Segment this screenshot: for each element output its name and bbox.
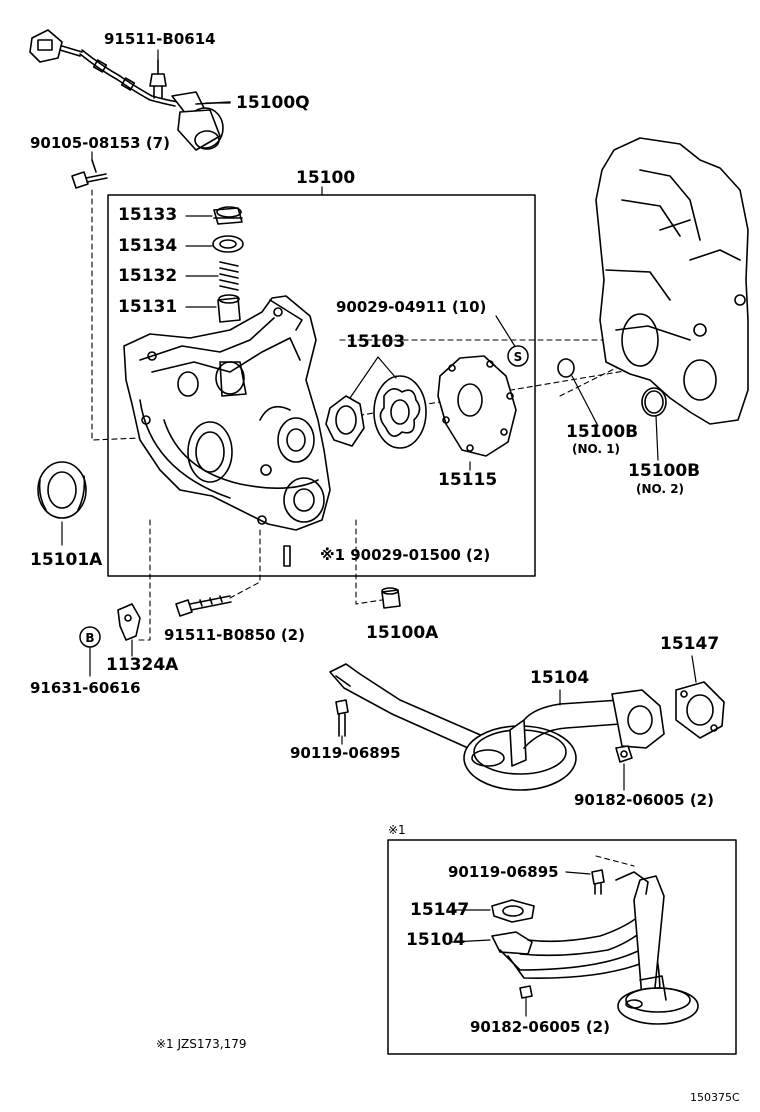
gasket-part[interactable] (212, 235, 244, 253)
label-90105-08153[interactable]: 90105-08153 (7) (30, 134, 170, 152)
label-90182-06005[interactable]: 90182-06005 (2) (574, 791, 714, 809)
bracket-part[interactable] (117, 603, 141, 641)
label-15133[interactable]: 15133 (118, 205, 178, 225)
svg-text:B: B (85, 631, 94, 645)
label-15103[interactable]: 15103 (346, 332, 406, 352)
label-15100B-no1[interactable]: 15100B (566, 422, 639, 442)
cylinder-block-outline (595, 137, 749, 425)
inset-nut-part[interactable] (519, 985, 533, 999)
plug-part[interactable] (213, 206, 243, 225)
oil-pump-body-part[interactable] (123, 295, 331, 531)
label-15101A[interactable]: 15101A (30, 550, 103, 570)
label-91511-B0614[interactable]: 91511-B0614 (104, 30, 216, 48)
applicability-footnote: ※1 JZS173,179 (156, 1037, 247, 1051)
label-15100[interactable]: 15100 (296, 168, 356, 188)
label-15100B-no1-note: (NO. 1) (572, 442, 621, 456)
callout-B: B (79, 626, 101, 648)
label-15100B-no2[interactable]: 15100B (628, 461, 701, 481)
svg-text:S: S (514, 350, 523, 364)
pin-part[interactable] (283, 545, 291, 567)
label-90029-04911[interactable]: 90029-04911 (10) (336, 298, 487, 316)
callout-S: S (507, 345, 529, 367)
label-90119-06895[interactable]: 90119-06895 (290, 744, 401, 762)
o-ring-2-part[interactable] (641, 387, 667, 417)
label-15100A[interactable]: 15100A (366, 623, 439, 643)
inset-label-90182-06005[interactable]: 90182-06005 (2) (470, 1018, 610, 1036)
inset-bolt-part[interactable] (591, 869, 605, 895)
sensor-bolt-part[interactable] (149, 59, 167, 99)
label-15100Q[interactable]: 15100Q (236, 93, 310, 113)
label-15147[interactable]: 15147 (660, 634, 720, 654)
label-15131[interactable]: 15131 (118, 297, 178, 317)
pump-bolt-part[interactable] (71, 159, 108, 189)
inset-gasket-part[interactable] (491, 899, 535, 923)
relief-valve-part[interactable] (217, 294, 241, 323)
oil-strainer-part[interactable] (329, 663, 665, 791)
rotor-set-part[interactable] (325, 375, 427, 449)
label-91631-60616[interactable]: 91631-60616 (30, 679, 141, 697)
o-ring-1-part[interactable] (557, 358, 575, 378)
label-15100B-no2-note: (NO. 2) (636, 482, 685, 496)
oil-seal-part[interactable] (37, 461, 87, 519)
inset-marker: ※1 (388, 823, 406, 837)
label-90029-01500[interactable]: ※1 90029-01500 (2) (320, 546, 491, 564)
inset-label-90119-06895[interactable]: 90119-06895 (448, 863, 559, 881)
inset-frame (387, 839, 737, 1055)
strainer-gasket-part[interactable] (675, 681, 725, 739)
label-15104[interactable]: 15104 (530, 668, 590, 688)
inset-strainer-part[interactable] (491, 871, 699, 1025)
bolt-91511-B0850-part[interactable] (175, 595, 232, 617)
label-15132[interactable]: 15132 (118, 266, 178, 286)
diagram-code: 150375C (690, 1091, 740, 1104)
label-15134[interactable]: 15134 (118, 236, 178, 256)
crank-position-sensor-part[interactable] (29, 29, 231, 151)
label-91511-B0850[interactable]: 91511-B0850 (2) (164, 626, 305, 644)
label-15115[interactable]: 15115 (438, 470, 498, 490)
spring-part[interactable] (219, 261, 239, 291)
strainer-nut-part[interactable] (615, 745, 633, 763)
pump-cover-part[interactable] (437, 355, 517, 457)
plug-15100A-part[interactable] (381, 587, 401, 609)
label-11324A[interactable]: 11324A (106, 655, 179, 675)
strainer-bolt-part[interactable] (335, 699, 349, 737)
inset-label-15147[interactable]: 15147 (410, 900, 470, 920)
inset-label-15104[interactable]: 15104 (406, 930, 466, 950)
